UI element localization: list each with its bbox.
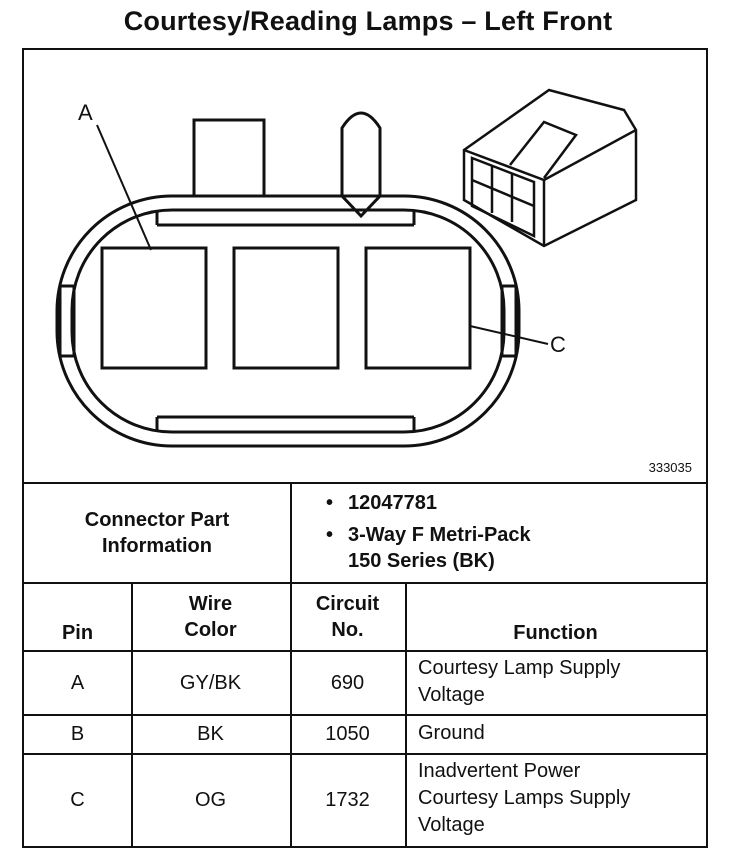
connector-info-heading-line2: Information [102,535,212,557]
connector-isometric-view [462,88,638,248]
pin-a-callout: A [78,100,93,125]
leader-line-a [96,124,152,251]
row-b-wire-color: BK [197,723,224,745]
header-wire-color: Wire Color [131,586,290,648]
row-a-circuit: 690 [330,671,365,694]
connector-lock-tab [340,111,382,219]
rule-info-bottom [24,582,706,584]
row-a-function-line2: Voltage [418,684,485,706]
row-b-circuit: 1050 [325,723,370,745]
part-number: 12047781 [348,492,437,514]
list-item: 150 Series (BK) [314,548,704,574]
row-a-wire-color: GY/BK [179,671,242,694]
row-a-pin: A [70,671,85,694]
page-title: Courtesy/Reading Lamps – Left Front [123,6,613,36]
header-function: Function [513,621,598,644]
connector-outer-shell [55,194,521,448]
header-pin: Pin [61,621,94,644]
right-notch [500,284,518,358]
header-circuit: Circuit No. [290,586,405,648]
row-c-function-line3: Voltage [418,814,485,836]
list-item: •3-Way F Metri-Pack [326,524,531,546]
row-c-circuit: 1732 [325,789,370,811]
row-b-pin: B [70,723,85,745]
row-c-function-line2: Courtesy Lamps Supply [418,787,631,809]
connector-top-tab [192,118,266,196]
cavity-c [364,246,472,370]
row-b-function: Ground [418,720,485,747]
rule-col-wire [290,582,292,848]
row-c-pin: C [70,789,85,811]
cavity-b [232,246,340,370]
connector-face-drawing [55,88,638,448]
connector-series: 150 Series (BK) [348,550,495,572]
row-b-function-line1: Ground [418,722,485,744]
connector-info-heading-line1: Connector Part [84,509,230,531]
pin-c-callout: C [550,332,566,357]
connector-info-heading: Connector Part Information [24,484,290,582]
rule-col-pin [131,582,133,848]
row-c-wire-color: OG [194,789,227,811]
rule-col-circuit [405,582,407,848]
rule-diagram-bottom [24,482,706,484]
row-c-function: Inadvertent Power Courtesy Lamps Supply … [418,758,630,839]
connector-info-list: •12047781 •3-Way F Metri-Pack 150 Series… [314,490,704,574]
rule-info-divider [290,482,292,582]
connector-type: 3-Way F Metri-Pack [348,524,531,546]
header-wire-color-line1: Wire [188,593,233,615]
rule-row-b-bottom [24,753,706,755]
cavity-a [100,246,208,370]
leader-line-c [469,325,549,345]
header-wire-color-line2: Color [184,619,237,641]
rule-header-bottom [24,650,706,652]
connector-sheet: A C 333035 Connector Part Information •1… [22,48,708,848]
connector-inner-shell [70,208,506,434]
rule-row-a-bottom [24,714,706,716]
row-c-function-line1: Inadvertent Power [418,760,581,782]
left-notch [58,284,76,358]
header-circuit-line2: No. [331,619,364,641]
list-item: •12047781 [326,492,437,514]
row-a-function: Courtesy Lamp Supply Voltage [418,655,620,709]
header-circuit-line1: Circuit [315,593,380,615]
figure-number: 333035 [648,460,692,475]
row-a-function-line1: Courtesy Lamp Supply [418,657,621,679]
connector-diagram: A C 333035 [24,50,706,482]
